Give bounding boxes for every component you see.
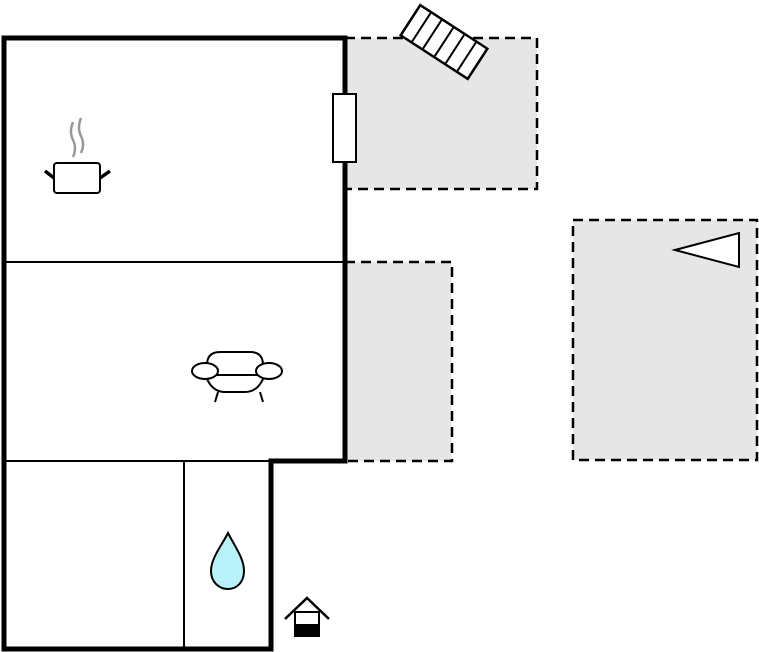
terrace-middle <box>343 260 454 463</box>
outer-walls <box>1 35 348 652</box>
stairs-icon <box>398 3 490 81</box>
kitchen-pot-icon <box>43 117 112 194</box>
sofa-icon <box>191 351 283 403</box>
entrance-house-icon <box>284 596 330 637</box>
bathroom-water-drop-icon <box>209 530 246 591</box>
direction-triangle-icon <box>671 231 740 269</box>
terrace-top <box>343 36 539 191</box>
interior-walls <box>4 261 345 649</box>
door-icon <box>332 93 357 163</box>
